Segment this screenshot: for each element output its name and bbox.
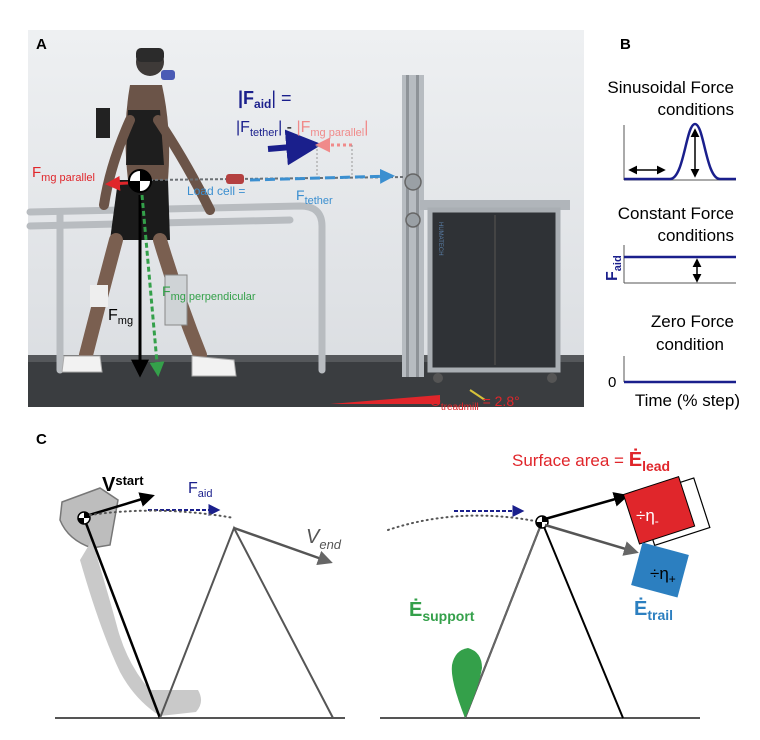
surface-area-label: Surface area = Ėlead: [512, 448, 670, 474]
sinusoidal-force-curve: [624, 122, 736, 181]
panel-b-label: B: [620, 36, 631, 53]
trailing-velocity-arrow: [544, 523, 639, 556]
e-trail-label: Ėtrail: [634, 597, 673, 623]
f-aid-arrow: [267, 129, 323, 166]
f-tether-abs-label: |Ftether| - |Fmg parallel|: [236, 119, 368, 139]
treadmill-angle-label: Θtreadmill = 2.8°: [430, 393, 520, 413]
brand-label: HUMATECH: [437, 222, 443, 256]
v-end-arrow: [233, 526, 333, 566]
com-marker-left: [77, 511, 91, 525]
f-mg-parallel-arrow: [105, 175, 129, 191]
zero-title-line2: condition: [656, 335, 724, 354]
constant-title-line1: Constant Force: [618, 204, 734, 223]
panel-a-label: A: [36, 36, 47, 53]
f-aid-equation-label: |Faid| =: [238, 88, 292, 111]
e-trail-square: [631, 542, 689, 598]
leading-leg-grey: [464, 521, 543, 719]
f-mg-label: Fmg: [108, 307, 133, 327]
f-aid-label-left: Faid: [188, 480, 212, 500]
panel-c-label: C: [36, 431, 47, 448]
sinusoidal-title-line2: conditions: [657, 100, 734, 119]
f-tether-label: Ftether: [296, 187, 333, 207]
motor-cabinet: HUMATECH: [420, 200, 570, 401]
v-start-arrow: [85, 492, 155, 518]
sinusoidal-title-line1: Sinusoidal Force: [607, 78, 734, 97]
center-of-mass-marker: [128, 169, 152, 193]
com-trajectory-left: [89, 509, 235, 519]
zero-tick-label: 0: [608, 374, 616, 391]
load-cell-label: Load cell =: [187, 184, 245, 198]
panel-a: HUMATECH: [26, 30, 584, 413]
com-trajectory-right: [387, 514, 541, 531]
eta-minus-label: ÷η-: [636, 506, 659, 528]
trail-leg-left: [159, 525, 334, 719]
pulley-tower: [402, 75, 424, 377]
stance-leg-left: [82, 517, 162, 719]
v-end-label: Vend: [306, 526, 342, 552]
f-mg-perpendicular-label: Fmg perpendicular: [162, 283, 256, 303]
f-mg-perpendicular-arrow: [140, 194, 165, 377]
v-start-label: Vstart: [102, 473, 144, 496]
constant-title-line2: conditions: [657, 226, 734, 245]
eta-plus-label: ÷η+: [650, 564, 676, 586]
f-tether-arrow: [249, 168, 395, 184]
walking-person: [61, 48, 237, 377]
panel-b: B Sinusoidal Force conditions Constant F…: [604, 36, 740, 410]
panel-c: C Vstart Faid Vend: [36, 431, 711, 719]
load-cell: [226, 174, 244, 184]
f-aid-axis-label: Faid: [604, 255, 624, 281]
time-axis-label: Time (% step): [635, 391, 740, 410]
treadmill-incline-wedge: [330, 395, 440, 404]
support-work-shape: [451, 648, 482, 718]
e-support-label: Ėsupport: [409, 598, 475, 624]
zero-title-line1: Zero Force: [651, 312, 734, 331]
leading-velocity-arrow: [544, 492, 629, 521]
f-mg-parallel-label: Fmg parallel: [32, 164, 95, 184]
legs-right: [464, 519, 624, 719]
e-lead-square: [622, 475, 711, 547]
